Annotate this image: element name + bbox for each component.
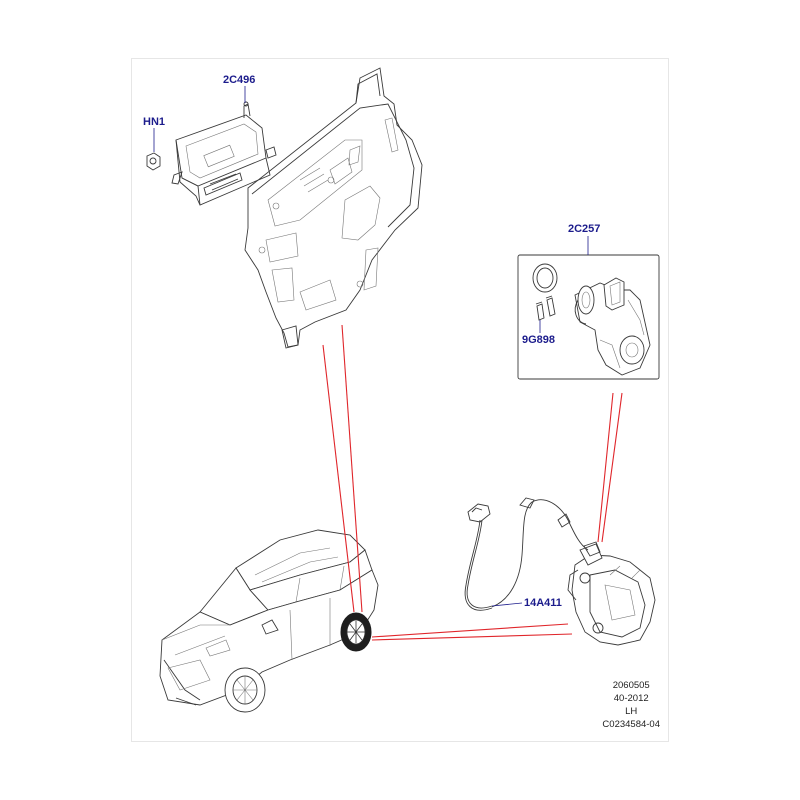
callout-sensor: 14A411	[524, 597, 562, 609]
callout-bolts: 9G898	[522, 334, 556, 346]
sensor-harness	[464, 497, 601, 611]
control-module	[171, 101, 277, 206]
callout-module: 2C496	[223, 74, 256, 86]
reference-code: 2060505	[612, 680, 650, 691]
callout-nut: HN1	[143, 116, 166, 128]
reference-date: 40-2012	[613, 693, 649, 704]
nut-part	[146, 152, 161, 171]
callout-motor-kit: 2C257	[568, 223, 601, 235]
reference-block: 2060505 40-2012 LH C0234584-04	[602, 679, 660, 731]
mounting-bracket	[244, 67, 423, 349]
motor-kit-box	[517, 236, 660, 380]
brake-caliper	[567, 543, 656, 646]
indicator-lines	[322, 324, 623, 641]
reference-illustration-id: C0234584-04	[602, 719, 660, 730]
vehicle-illustration	[159, 529, 379, 713]
reference-side: LH	[625, 706, 638, 717]
